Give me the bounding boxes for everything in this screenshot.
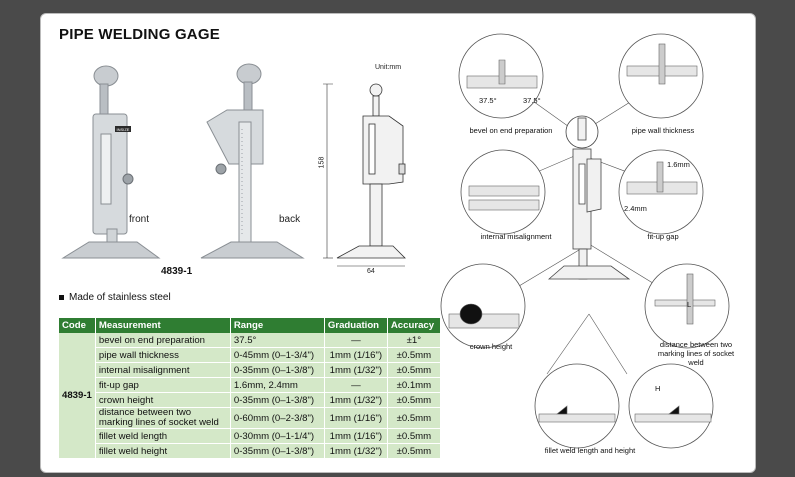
cell-graduation: 1mm (1/32") bbox=[324, 362, 388, 378]
cell-measurement: bevel on end preparation bbox=[95, 333, 231, 348]
table-row: crown height 0-35mm (0–1-3/8") 1mm (1/32… bbox=[59, 392, 441, 408]
product-images: INSIZE bbox=[61, 63, 406, 267]
front-photo: INSIZE bbox=[61, 65, 161, 259]
cell-accuracy: ±0.5mm bbox=[387, 362, 441, 378]
label-crown: crown height bbox=[469, 342, 513, 351]
front-label: front bbox=[129, 214, 150, 225]
cell-range: 0-60mm (0–2-3/8") bbox=[230, 407, 325, 429]
table-row: 4839-1 bevel on end preparation 37.5° — … bbox=[59, 333, 441, 459]
label-bevel-right: 37.5° bbox=[523, 96, 541, 105]
height-dimension: 158 bbox=[318, 156, 326, 169]
cell-range: 0-30mm (0–1-1/4") bbox=[230, 428, 325, 444]
cell-accuracy: ±0.5mm bbox=[387, 407, 441, 429]
cell-measurement: fillet weld length bbox=[95, 428, 231, 444]
code-cell: 4839-1 bbox=[59, 333, 96, 459]
label-fillet: fillet weld length and height bbox=[544, 446, 636, 455]
cell-accuracy: ±0.5mm bbox=[387, 443, 441, 459]
detail-crown bbox=[440, 263, 526, 349]
table-header-row: Code Measurement Range Graduation Accura… bbox=[59, 318, 441, 333]
detail-fillet-b bbox=[628, 363, 714, 449]
table-row: fillet weld length 0-30mm (0–1-1/4") 1mm… bbox=[59, 428, 441, 444]
cell-graduation: 1mm (1/32") bbox=[324, 443, 388, 459]
cell-range: 0-35mm (0–1-3/8") bbox=[230, 392, 325, 408]
table-row: fit-up gap 1.6mm, 2.4mm — ±0.1mm bbox=[59, 377, 441, 393]
cell-graduation: — bbox=[324, 333, 388, 348]
label-pipe-wall: pipe wall thickness bbox=[631, 126, 695, 135]
cell-measurement: internal misalignment bbox=[95, 362, 231, 378]
cell-accuracy: ±0.5mm bbox=[387, 347, 441, 363]
cell-range: 0-35mm (0–1-3/8") bbox=[230, 443, 325, 459]
detail-fillet-a bbox=[534, 363, 620, 449]
cell-accuracy: ±0.5mm bbox=[387, 428, 441, 444]
table-row: pipe wall thickness 0-45mm (0–1-3/4") 1m… bbox=[59, 347, 441, 363]
label-distance: distance between two marking lines of so… bbox=[657, 340, 735, 367]
header-measurement: Measurement bbox=[95, 318, 231, 333]
label-fitup: fit-up gap bbox=[647, 232, 679, 241]
cell-range: 37.5° bbox=[230, 333, 325, 348]
unit-label: Unit:mm bbox=[375, 64, 402, 71]
label-fitup-b: 2.4mm bbox=[624, 204, 647, 213]
header-range: Range bbox=[230, 318, 325, 333]
usage-diagram bbox=[440, 33, 730, 449]
header-accuracy: Accuracy bbox=[387, 318, 441, 333]
cell-measurement: fit-up gap bbox=[95, 377, 231, 393]
width-dimension: 64 bbox=[367, 268, 375, 275]
cell-measurement: distance between two marking lines of so… bbox=[95, 407, 231, 429]
label-bevel-left: 37.5° bbox=[479, 96, 497, 105]
cell-accuracy: ±1° bbox=[387, 333, 441, 348]
table-row: internal misalignment 0-35mm (0–1-3/8") … bbox=[59, 362, 441, 378]
cell-graduation: — bbox=[324, 377, 388, 393]
table-row: fillet weld height 0-35mm (0–1-3/8") 1mm… bbox=[59, 443, 441, 459]
cell-measurement: fillet weld height bbox=[95, 443, 231, 459]
model-number: 4839-1 bbox=[161, 266, 193, 277]
back-label: back bbox=[279, 214, 301, 225]
back-photo bbox=[200, 63, 305, 259]
cell-range: 0-45mm (0–1-3/4") bbox=[230, 347, 325, 363]
cell-graduation: 1mm (1/16") bbox=[324, 407, 388, 429]
cell-graduation: 1mm (1/16") bbox=[324, 428, 388, 444]
cell-graduation: 1mm (1/32") bbox=[324, 392, 388, 408]
label-bevel: bevel on end preparation bbox=[469, 126, 553, 135]
label-mark-l: L bbox=[687, 300, 692, 309]
cell-graduation: 1mm (1/16") bbox=[324, 347, 388, 363]
cell-accuracy: ±0.5mm bbox=[387, 392, 441, 408]
header-graduation: Graduation bbox=[324, 318, 388, 333]
label-mark-h: H bbox=[655, 384, 661, 393]
technical-drawing bbox=[323, 83, 406, 267]
material-note: Made of stainless steel bbox=[59, 292, 171, 303]
label-internal: internal misalignment bbox=[480, 232, 552, 241]
page-title: PIPE WELDING GAGE bbox=[59, 26, 220, 43]
table-row: distance between two marking lines of so… bbox=[59, 407, 441, 429]
header-code: Code bbox=[59, 318, 96, 333]
cell-measurement: crown height bbox=[95, 392, 231, 408]
spec-table: Code Measurement Range Graduation Accura… bbox=[59, 318, 441, 459]
cell-accuracy: ±0.1mm bbox=[387, 377, 441, 393]
product-card: PIPE WELDING GAGE INSIZE bbox=[40, 13, 756, 473]
cell-measurement: pipe wall thickness bbox=[95, 347, 231, 363]
cell-range: 1.6mm, 2.4mm bbox=[230, 377, 325, 393]
brand-logo: INSIZE bbox=[117, 127, 130, 132]
cell-range: 0-35mm (0–1-3/8") bbox=[230, 362, 325, 378]
bullet-icon bbox=[59, 294, 64, 300]
label-fitup-a: 1.6mm bbox=[667, 160, 690, 169]
